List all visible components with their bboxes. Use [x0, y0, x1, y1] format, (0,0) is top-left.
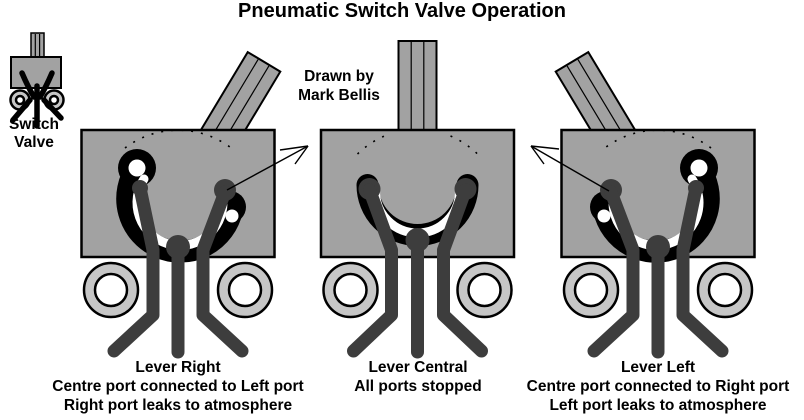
icon-lever [30, 32, 45, 60]
page-title: Pneumatic Switch Valve Operation [238, 0, 566, 22]
credit-line1: Drawn by [304, 68, 374, 85]
port-pipes [347, 183, 488, 359]
caption-line3: Left port leaks to atmosphere [549, 397, 767, 414]
centre-pivot-ball [405, 228, 430, 252]
port-ring-left [322, 261, 379, 319]
rotation-path-dots [356, 135, 385, 155]
credit-line2: Mark Bellis [298, 87, 380, 104]
caption-line2: Centre port connected to Left port [52, 378, 304, 395]
caption-title: Lever Left [620, 359, 696, 376]
port-ring-left [562, 261, 620, 319]
caption-lever-right: Lever Right Centre port connected to Lef… [8, 358, 348, 415]
caption-lever-central: Lever Central All ports stopped [248, 358, 588, 396]
rotation-path-dots [450, 135, 479, 155]
port-ring-right [456, 261, 513, 319]
port-ring-right [696, 261, 754, 319]
caption-line2: Centre port connected to Right port [526, 378, 790, 395]
port-ring-right [216, 261, 274, 319]
centre-pivot-ball [166, 235, 190, 259]
switch-valve-label-line2: Valve [14, 134, 54, 151]
valve-lever-right [80, 50, 282, 359]
caption-line2: All ports stopped [354, 378, 482, 395]
caption-title: Lever Right [135, 359, 221, 376]
switch-valve-label-line1: Switch [9, 116, 59, 133]
port-ring-left [82, 261, 140, 319]
caption-title: Lever Central [368, 359, 468, 376]
switch-valve-label: Switch Valve [2, 116, 66, 152]
valve-lever-central [319, 40, 516, 359]
centre-pivot-ball [646, 235, 670, 259]
port-pipes [587, 181, 729, 359]
caption-lever-left: Lever Left Centre port connected to Righ… [488, 358, 804, 415]
caption-line3: Right port leaks to atmosphere [63, 397, 293, 414]
credit-note: Drawn by Mark Bellis [239, 67, 439, 105]
annotation-arrow-left [530, 145, 610, 192]
port-pipes [107, 181, 249, 359]
switch-valve-icon [9, 32, 65, 129]
annotation-arrow-right [226, 145, 309, 191]
icon-pipes [10, 70, 64, 129]
valve-lever-left [554, 50, 756, 359]
